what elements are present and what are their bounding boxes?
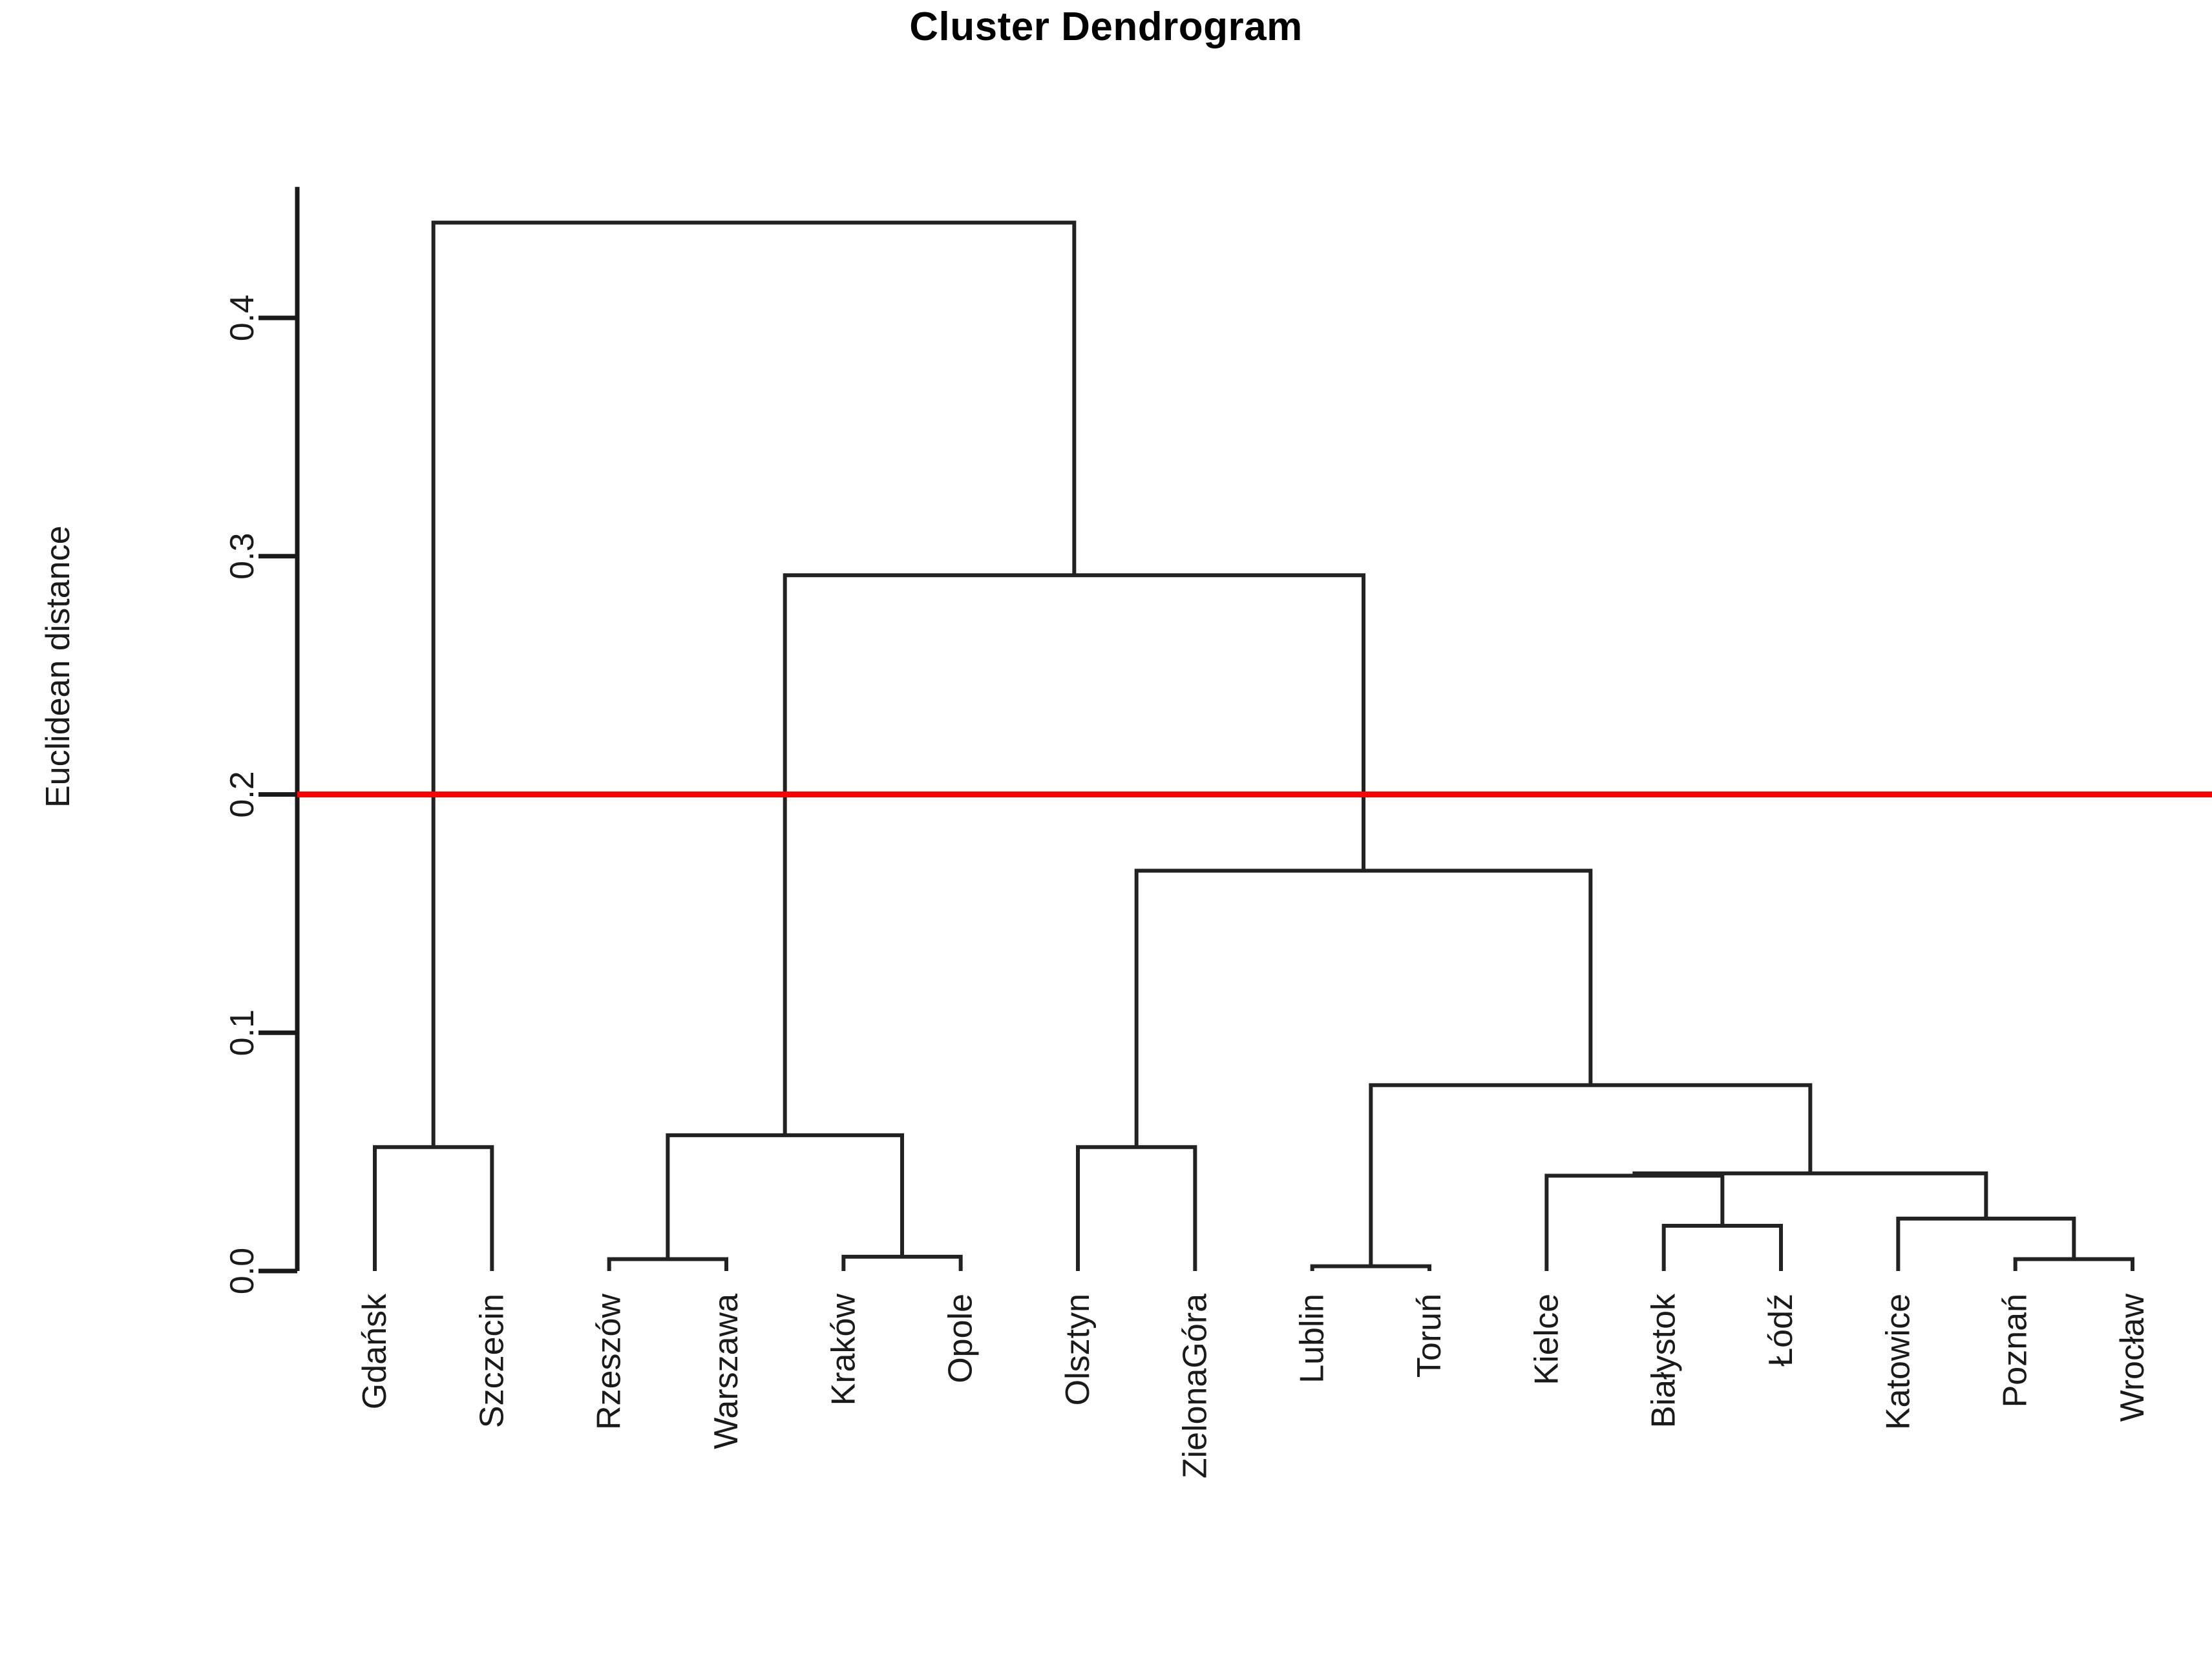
leaf-label: Opole <box>942 1294 980 1383</box>
dendrogram-link <box>373 1145 494 1271</box>
leaf-label: Gdańsk <box>356 1293 394 1409</box>
dendrogram-link <box>1310 1264 1431 1271</box>
dendrogram-link <box>783 573 1365 1135</box>
link-path <box>1544 1173 1725 1271</box>
leaf-label: Rzeszów <box>591 1294 628 1430</box>
dendrogram-link <box>1632 1171 1988 1219</box>
dendrogram-link <box>666 1133 904 1259</box>
leaf-label: Lublin <box>1294 1294 1331 1383</box>
link-path <box>1369 1083 1813 1266</box>
leaf-label: Łódź <box>1762 1294 1800 1367</box>
link-path <box>607 1257 728 1271</box>
leaf-label: Kielce <box>1528 1294 1565 1385</box>
link-path <box>666 1133 904 1259</box>
dendrogram-link <box>607 1257 728 1271</box>
link-path <box>431 220 1077 1148</box>
leaf-label: Poznań <box>1997 1294 2034 1407</box>
dendrogram-link <box>1076 1145 1197 1271</box>
link-path <box>1134 868 1593 1148</box>
y-axis-tick-label: 0.2 <box>224 771 261 817</box>
dendrogram-link <box>1896 1216 2076 1271</box>
link-path <box>2013 1257 2134 1271</box>
dendrogram-link <box>431 220 1077 1148</box>
leaf-label: Katowice <box>1879 1294 1917 1430</box>
link-path <box>841 1254 963 1271</box>
leaf-label: Toruń <box>1411 1294 1448 1378</box>
link-path <box>1661 1223 1783 1271</box>
link-path <box>1896 1216 2076 1271</box>
leaf-label: Warszawa <box>708 1294 745 1449</box>
dendrogram-link <box>1661 1223 1783 1271</box>
y-axis-tick-label: 0.4 <box>224 295 261 341</box>
y-axis-tick-label: 0.3 <box>224 533 261 580</box>
dendrogram-link <box>841 1254 963 1271</box>
dendrogram-link <box>1369 1083 1813 1266</box>
leaf-label: Białystok <box>1645 1293 1683 1428</box>
link-path <box>1076 1145 1197 1271</box>
link-path <box>783 573 1365 1135</box>
dendrogram-link <box>1544 1173 1725 1271</box>
leaf-label: Wrocław <box>2114 1294 2151 1422</box>
leaf-label: Szczecin <box>473 1294 511 1428</box>
dendrogram-link <box>2013 1257 2134 1271</box>
link-path <box>373 1145 494 1271</box>
y-axis-tick-label: 0.1 <box>224 1009 261 1056</box>
link-path <box>1632 1171 1988 1219</box>
leaf-label: Kraków <box>825 1294 862 1406</box>
page-title: Cluster Dendrogram <box>909 5 1303 49</box>
dendrogram-link <box>1134 868 1593 1148</box>
link-path <box>1310 1264 1431 1271</box>
leaf-label: Olsztyn <box>1059 1294 1097 1405</box>
y-axis-tick-label: 0.0 <box>224 1248 261 1294</box>
leaf-label: ZielonaGóra <box>1176 1294 1214 1478</box>
